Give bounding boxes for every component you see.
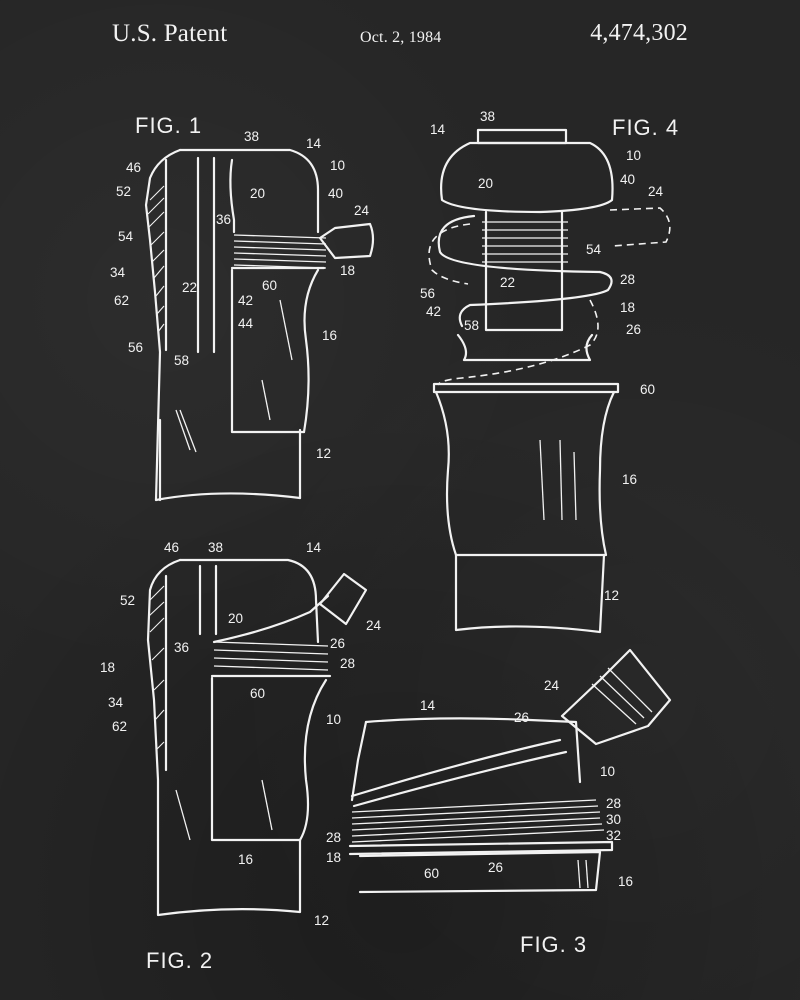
fig2-ref-62: 62 [112, 719, 127, 734]
fig2-ref-46: 46 [164, 540, 179, 555]
fig1-ref-24: 24 [354, 203, 370, 218]
fig4-ref-18: 18 [620, 300, 635, 315]
fig4-ref-16: 16 [622, 472, 637, 487]
fig3-ref-28: 28 [606, 796, 621, 811]
fig2-ref-36: 36 [174, 640, 189, 655]
fig1-ref-12: 12 [316, 446, 331, 461]
fig2-ref-60: 60 [250, 686, 265, 701]
fig3-ref-10: 10 [600, 764, 615, 779]
fig1-ref-44: 44 [238, 316, 254, 331]
fig2-ref-28: 28 [340, 656, 355, 671]
fig1-ref-14: 14 [306, 136, 322, 151]
fig1-ref-62: 62 [114, 293, 129, 308]
fig3-ref-60: 60 [424, 866, 439, 881]
fig2-ref-38: 38 [208, 540, 223, 555]
fig4-ref-60: 60 [640, 382, 655, 397]
figure-3: FIG. 3 24 14 26 10 28 30 32 28 18 60 26 [326, 648, 672, 957]
fig4-ref-56: 56 [420, 286, 435, 301]
fig4-ref-12: 12 [604, 588, 619, 603]
fig4-ref-42: 42 [426, 304, 441, 319]
fig3-ref-32: 32 [606, 828, 621, 843]
fig1-ref-56: 56 [128, 340, 143, 355]
fig4-ref-54: 54 [586, 242, 602, 257]
fig4-ref-14: 14 [430, 122, 446, 137]
fig1-ref-16: 16 [322, 328, 337, 343]
fig1-ref-54: 54 [118, 229, 134, 244]
fig1-ref-22: 22 [182, 280, 197, 295]
fig2-ref-34: 34 [108, 695, 124, 710]
fig4-title: FIG. 4 [612, 115, 679, 140]
figure-2: FIG. 2 46 38 14 24 52 20 26 [100, 540, 382, 973]
fig2-ref-24: 24 [366, 618, 382, 633]
fig1-ref-46: 46 [126, 160, 141, 175]
fig2-ref-16: 16 [238, 852, 253, 867]
fig1-ref-18: 18 [340, 263, 355, 278]
fig1-ref-58: 58 [174, 353, 189, 368]
fig1-ref-38: 38 [244, 129, 259, 144]
fig4-ref-28: 28 [620, 272, 635, 287]
fig2-ref-12: 12 [314, 913, 329, 928]
fig2-ref-20: 20 [228, 611, 243, 626]
fig1-ref-40: 40 [328, 186, 343, 201]
fig1-ref-34: 34 [110, 265, 126, 280]
fig3-ref-26: 26 [514, 710, 529, 725]
fig3-ref-28b: 28 [326, 830, 341, 845]
fig3-ref-14: 14 [420, 698, 436, 713]
fig3-ref-26b: 26 [488, 860, 503, 875]
fig4-ref-26: 26 [626, 322, 641, 337]
fig4-ref-20: 20 [478, 176, 493, 191]
fig1-ref-52: 52 [116, 184, 131, 199]
patent-number: 4,474,302 [590, 20, 688, 46]
fig2-ref-18: 18 [100, 660, 115, 675]
fig2-ref-10: 10 [326, 712, 341, 727]
patent-label: U.S. Patent [112, 20, 228, 47]
fig4-ref-24: 24 [648, 184, 664, 199]
fig1-ref-10: 10 [330, 158, 345, 173]
fig3-ref-18: 18 [326, 850, 341, 865]
fig4-ref-38: 38 [480, 109, 495, 124]
fig2-title: FIG. 2 [146, 948, 213, 973]
fig4-ref-58: 58 [464, 318, 479, 333]
fig4-ref-40: 40 [620, 172, 635, 187]
fig4-ref-22: 22 [500, 275, 515, 290]
fig3-ref-24: 24 [544, 678, 560, 693]
fig1-ref-20: 20 [250, 186, 265, 201]
fig2-ref-14: 14 [306, 540, 322, 555]
fig1-ref-36: 36 [216, 212, 231, 227]
fig2-ref-26: 26 [330, 636, 345, 651]
fig4-ref-10: 10 [626, 148, 641, 163]
patent-date: Oct. 2, 1984 [360, 29, 442, 46]
fig1-ref-42: 42 [238, 293, 253, 308]
figure-1: FIG. 1 38 14 10 [110, 113, 375, 502]
fig2-ref-52: 52 [120, 593, 135, 608]
fig1-title: FIG. 1 [135, 113, 202, 138]
fig3-ref-16: 16 [618, 874, 633, 889]
fig3-ref-30: 30 [606, 812, 621, 827]
fig1-ref-60: 60 [262, 278, 277, 293]
fig3-title: FIG. 3 [520, 932, 587, 957]
figure-4: FIG. 4 38 14 10 40 20 24 54 28 [420, 109, 679, 634]
